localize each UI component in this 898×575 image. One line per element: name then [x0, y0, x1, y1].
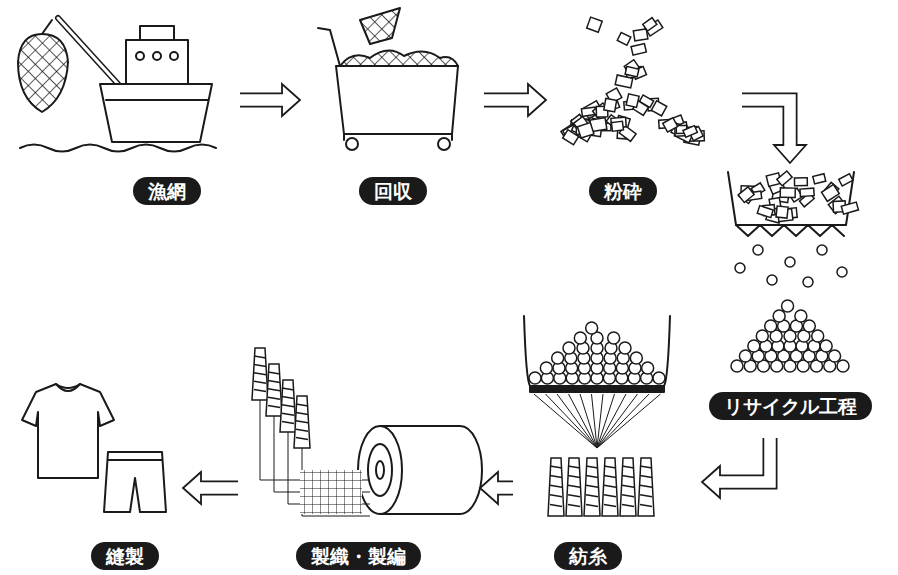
step-label: 漁網 [133, 177, 201, 205]
flow-arrow [484, 84, 546, 116]
step-label: 紡糸 [554, 542, 622, 570]
process-step: リサイクル工程 [705, 165, 878, 420]
process-step: 紡糸 [515, 305, 700, 570]
flow-arrow [742, 100, 806, 163]
step-label: 粉砕 [589, 177, 657, 205]
flow-arrow [702, 438, 770, 498]
step-label: 縫製 [91, 542, 159, 570]
flow-arrow [183, 472, 238, 504]
step-label: 製織・製編 [296, 542, 421, 570]
process-step: 縫製 [15, 370, 175, 570]
process-step: 回収 [302, 5, 482, 205]
flow-arrow [240, 84, 300, 116]
step-label: リサイクル工程 [709, 392, 872, 420]
process-step: 漁網 [15, 5, 238, 205]
flow-arrow [480, 472, 513, 504]
process-step: 粉砕 [548, 5, 712, 205]
process-step: 製織・製編 [240, 335, 478, 570]
step-label: 回収 [359, 177, 427, 205]
